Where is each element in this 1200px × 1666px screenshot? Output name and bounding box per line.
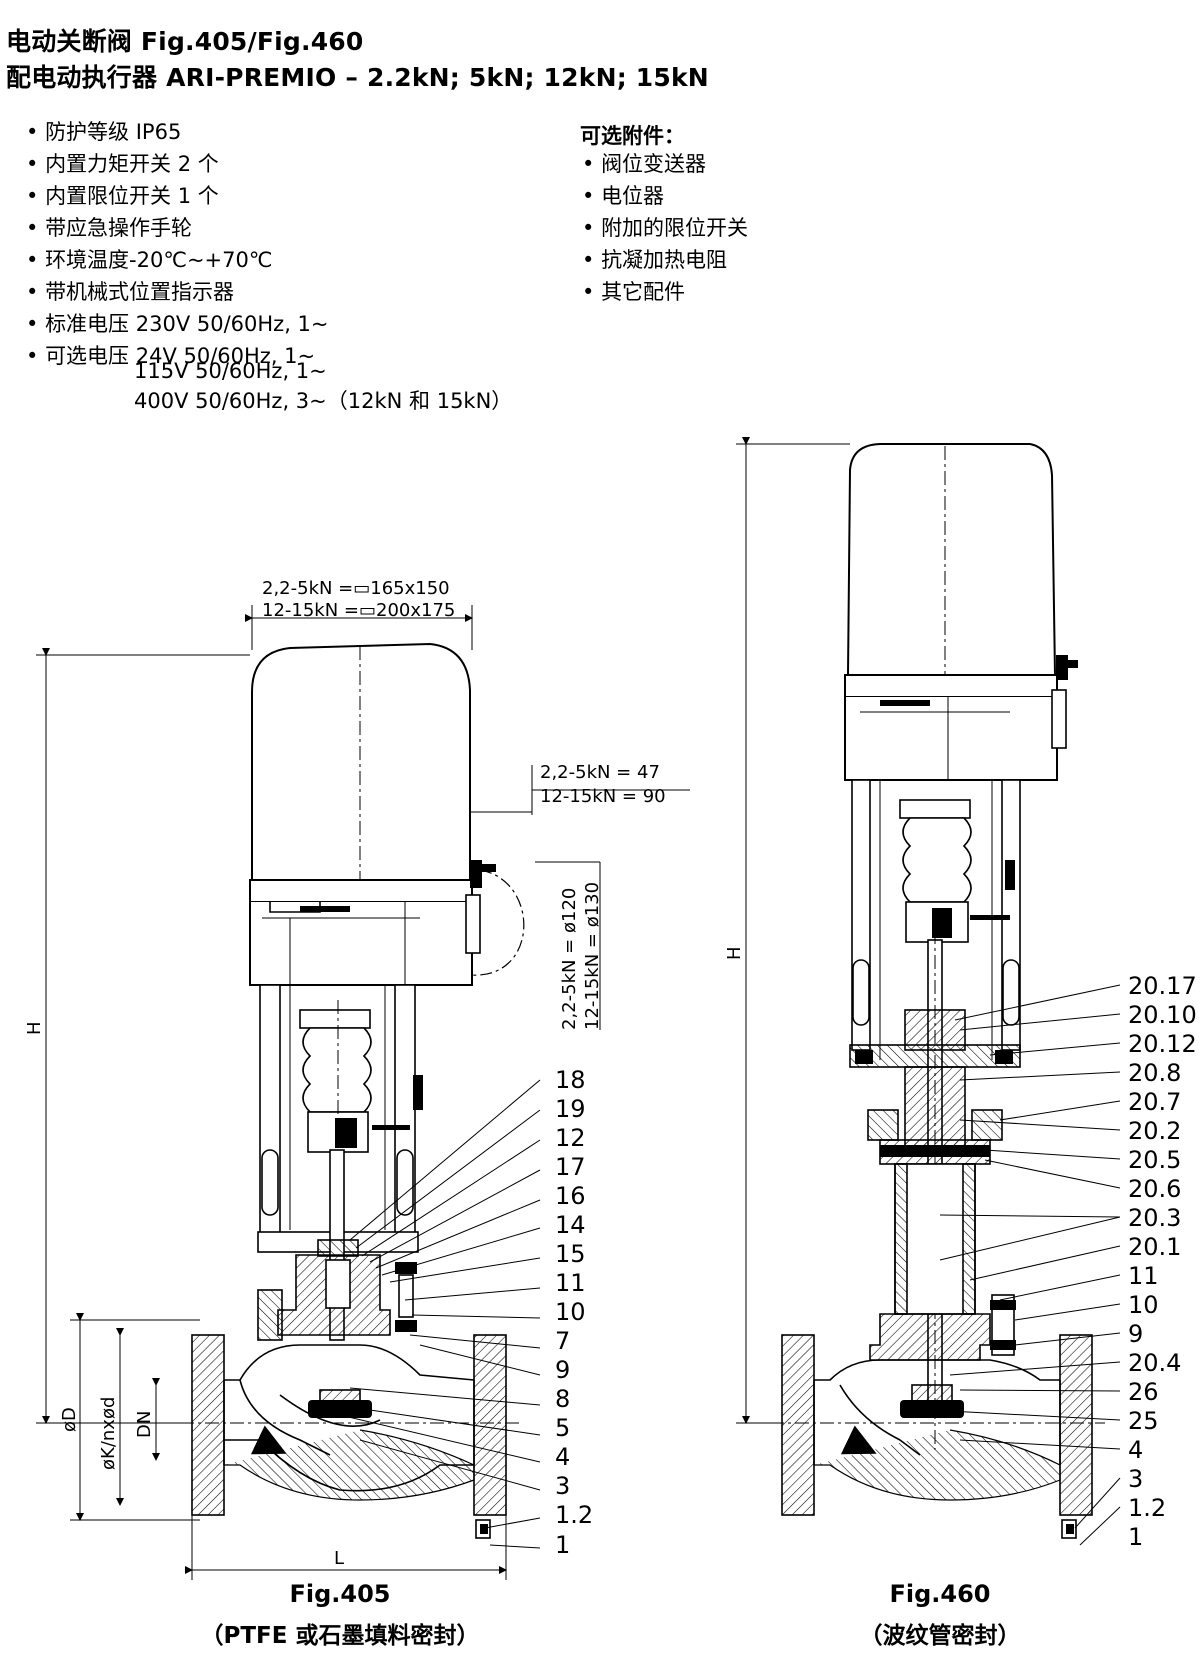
fig460-yoke	[851, 779, 1021, 1060]
fig460-caption: Fig.460	[889, 1580, 991, 1608]
feature-item: 内置限位开关 1 个	[26, 180, 329, 212]
page-subtitle: 配电动执行器 ARI-PREMIO – 2.2kN; 5kN; 12kN; 15…	[6, 63, 709, 92]
callout-label: 20.3	[1128, 1204, 1181, 1232]
fig405-dim-top-2: 12-15kN =▭200x175	[262, 600, 455, 621]
fig405-dim-vert-1: 2,2-5kN = ø120	[559, 888, 580, 1030]
voltage-continuation-2: 400V 50/60Hz, 3~（12kN 和 15kN）	[134, 389, 513, 413]
callout-label: 10	[555, 1298, 586, 1326]
callout-label: 11	[555, 1269, 586, 1297]
callout-label: 16	[555, 1182, 586, 1210]
optional-list: 阀位变送器 电位器 附加的限位开关 抗凝加热电阻 其它配件	[582, 148, 748, 308]
callout-label: 4	[555, 1443, 570, 1471]
optional-item: 其它配件	[582, 276, 748, 308]
fig405-dim-phiD: øD	[59, 1407, 80, 1432]
callout-label: 19	[555, 1095, 586, 1123]
fig460-actuator	[844, 443, 1078, 781]
feature-item: 带机械式位置指示器	[26, 276, 329, 308]
fig460-bellows-column	[849, 930, 1021, 1450]
callout-label: 3	[1128, 1465, 1143, 1493]
fig405-drawing	[36, 605, 690, 1580]
fig460-callouts: 20.17 20.10 20.12 20.8 20.7 20.2 20.5 20…	[1128, 972, 1197, 1551]
optional-title: 可选附件：	[580, 124, 685, 148]
feature-item: 内置力矩开关 2 个	[26, 148, 329, 180]
page-title: 电动关断阀 Fig.405/Fig.460	[6, 27, 364, 56]
feature-item: 带应急操作手轮	[26, 212, 329, 244]
callout-label: 1.2	[555, 1501, 593, 1529]
fig405-subcaption: （PTFE 或石墨填料密封）	[200, 1623, 480, 1649]
fig405-body	[180, 1334, 520, 1539]
fig460-dimensions	[736, 437, 850, 1424]
callout-label: 20.4	[1128, 1349, 1181, 1377]
callout-label: 12	[555, 1124, 586, 1152]
fig460-leaders	[929, 984, 1121, 1546]
fig405-dimensions	[36, 605, 690, 1580]
fig405-bonnet	[257, 1239, 417, 1341]
callout-label: 3	[555, 1472, 570, 1500]
fig405-dim-H: H	[24, 1021, 45, 1035]
feature-item: 环境温度-20℃~+70℃	[26, 244, 329, 276]
callout-label: 17	[555, 1153, 586, 1181]
callout-label: 20.7	[1128, 1088, 1181, 1116]
callout-label: 18	[555, 1066, 586, 1094]
voltage-continuation-1: 115V 50/60Hz, 1~	[134, 359, 327, 383]
fig405-dim-DN: DN	[134, 1411, 155, 1438]
fig405-dim-phiK: øK/nxød	[98, 1397, 119, 1470]
optional-item: 阀位变送器	[582, 148, 748, 180]
callout-label: 14	[555, 1211, 586, 1239]
callout-label: 9	[1128, 1320, 1143, 1348]
optional-item: 电位器	[582, 180, 748, 212]
callout-label: 4	[1128, 1436, 1143, 1464]
feature-item: 标准电压 230V 50/60Hz, 1~	[26, 308, 328, 340]
callout-label: 20.5	[1128, 1146, 1181, 1174]
callout-label: 10	[1128, 1291, 1159, 1319]
callout-label: 9	[555, 1356, 570, 1384]
feature-list: 防护等级 IP65 内置力矩开关 2 个 内置限位开关 1 个 带应急操作手轮 …	[26, 116, 329, 372]
fig405-actuator	[249, 642, 525, 986]
fig460-subcaption: （波纹管密封）	[859, 1623, 1021, 1649]
callout-label: 1.2	[1128, 1494, 1166, 1522]
callout-label: 20.6	[1128, 1175, 1181, 1203]
fig405-dim-top-1: 2,2-5kN =▭165x150	[262, 578, 450, 599]
callout-label: 20.10	[1128, 1001, 1197, 1029]
callout-label: 20.2	[1128, 1117, 1181, 1145]
fig405-callouts: 18 19 12 17 16 14 15 11 10 7 9 8 5 4 3 1…	[555, 1066, 593, 1559]
fig405-dim-right-1: 2,2-5kN = 47	[540, 762, 660, 783]
callout-label: 20.17	[1128, 972, 1197, 1000]
callout-label: 11	[1128, 1262, 1159, 1290]
callout-label: 20.1	[1128, 1233, 1181, 1261]
fig460-dim-H: H	[724, 946, 745, 960]
callout-label: 20.12	[1128, 1030, 1197, 1058]
callout-label: 26	[1128, 1378, 1159, 1406]
optional-item: 抗凝加热电阻	[582, 244, 748, 276]
callout-label: 25	[1128, 1407, 1159, 1435]
callout-label: 20.8	[1128, 1059, 1181, 1087]
fig405-leaders	[339, 1079, 541, 1549]
callout-label: 1	[555, 1531, 570, 1559]
callout-label: 7	[555, 1327, 570, 1355]
callout-label: 15	[555, 1240, 586, 1268]
feature-item: 防护等级 IP65	[26, 116, 329, 148]
callout-label: 5	[555, 1414, 570, 1442]
callout-label: 8	[555, 1385, 570, 1413]
optional-item: 附加的限位开关	[582, 212, 748, 244]
fig405-dim-L: L	[334, 1548, 344, 1569]
fig405-caption: Fig.405	[289, 1580, 391, 1608]
fig460-body	[770, 1334, 1105, 1539]
fig460-drawing	[736, 437, 1121, 1546]
fig405-dim-right-2: 12-15kN = 90	[540, 786, 666, 807]
fig405-dim-vert-2: 12-15kN = ø130	[582, 882, 603, 1030]
callout-label: 1	[1128, 1523, 1143, 1551]
feature-item: 可选电压 24V 50/60Hz, 1~	[26, 340, 329, 372]
